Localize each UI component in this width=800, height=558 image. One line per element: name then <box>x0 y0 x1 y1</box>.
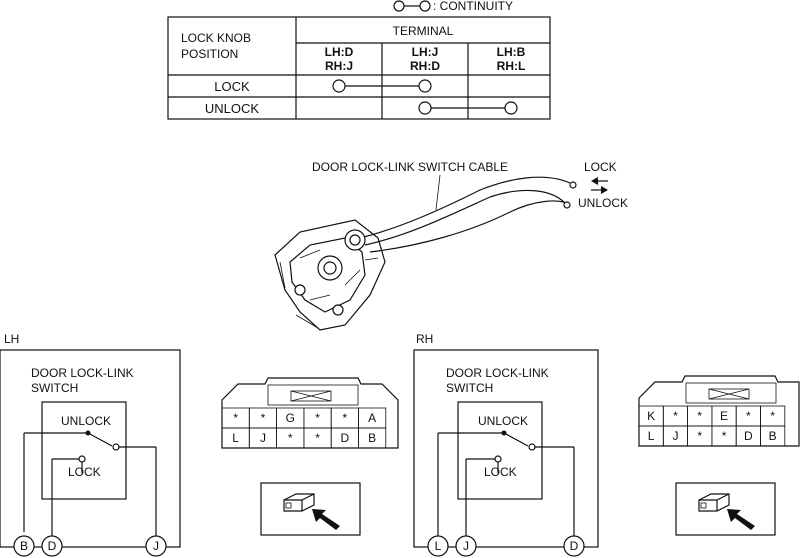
rh-unlock-label: UNLOCK <box>478 414 528 428</box>
rh-terminal-j: J <box>463 539 469 553</box>
rh-pin-label: K <box>647 409 655 423</box>
rh-pin-label: * <box>722 429 727 443</box>
lh-circuit: LH DOOR LOCK-LINK SWITCH UNLOCK LOCK B D… <box>0 332 181 557</box>
rh-terminal-l: L <box>435 539 442 553</box>
cable-label: DOOR LOCK-LINK SWITCH CABLE <box>312 160 508 174</box>
rh-lock-label: LOCK <box>484 465 517 479</box>
rh-connector: K * * E * * L J * * D B <box>638 375 800 447</box>
continuity-point <box>332 79 346 93</box>
lh-switch-title-line2: SWITCH <box>31 381 78 395</box>
rh-switch-title-line2: SWITCH <box>446 381 493 395</box>
direction-lock-label: LOCK <box>584 160 617 174</box>
lh-pin-label: * <box>261 411 266 425</box>
lh-connector-grid: * * G * * A L J * * D B <box>221 407 387 449</box>
continuity-marks <box>332 79 518 115</box>
direction-unlock-label: UNLOCK <box>578 196 628 210</box>
lh-lock-label: LOCK <box>68 465 101 479</box>
lh-pin-label: A <box>368 411 376 425</box>
rh-pin-label: B <box>769 429 777 443</box>
column-header-1-line1: LH:D <box>325 45 354 59</box>
lh-pin-label: * <box>343 411 348 425</box>
door-lock-assembly-illustration: DOOR LOCK-LINK SWITCH CABLE LOCK UNLOCK <box>274 160 628 331</box>
terminal-group-header: TERMINAL <box>393 24 454 38</box>
corner-header-line1: LOCK KNOB <box>181 31 251 45</box>
continuity-point <box>418 79 432 93</box>
row-label-unlock: UNLOCK <box>205 101 260 116</box>
rh-pin-cell <box>760 425 786 447</box>
lh-pin-cell <box>358 427 387 449</box>
lh-pin-label: * <box>315 411 320 425</box>
rh-pin-label: * <box>770 409 775 423</box>
column-header-2-line2: RH:D <box>410 59 440 73</box>
lh-terminal-d: D <box>48 539 57 553</box>
lh-pin-label: B <box>368 431 376 445</box>
continuity-table: LOCK KNOB POSITION TERMINAL LH:D RH:J LH… <box>167 16 551 120</box>
lh-pin-label: * <box>315 431 320 445</box>
lh-pin-label: * <box>233 411 238 425</box>
corner-header-line2: POSITION <box>181 47 238 61</box>
rh-pin-label: L <box>648 429 655 443</box>
lh-unlock-label: UNLOCK <box>61 414 111 428</box>
column-header-1-line2: RH:J <box>325 59 353 73</box>
rh-pin-label: * <box>697 409 702 423</box>
column-header-3-line1: LH:B <box>497 45 526 59</box>
rh-connector-view-indicator <box>675 482 776 536</box>
rh-circuit: RH DOOR LOCK-LINK SWITCH UNLOCK LOCK L J… <box>413 332 599 557</box>
rh-pin-label: D <box>744 429 753 443</box>
lh-terminal-b: B <box>20 539 28 553</box>
lh-side-label: LH <box>4 332 19 346</box>
legend-label: : CONTINUITY <box>433 0 513 13</box>
rh-connector-grid: K * * E * * L J * * D B <box>638 405 786 447</box>
rh-pin-label: * <box>697 429 702 443</box>
row-label-lock: LOCK <box>214 79 250 94</box>
continuity-legend: : CONTINUITY <box>393 0 513 13</box>
rh-terminal-d: D <box>570 539 579 553</box>
lh-pin-label: L <box>232 431 239 445</box>
rh-pin-label: J <box>672 429 678 443</box>
lh-switch-title-line1: DOOR LOCK-LINK <box>31 366 134 380</box>
lh-pin-label: * <box>288 431 293 445</box>
lh-connector: * * G * * A L J * * D B <box>221 377 399 449</box>
lh-terminal-j: J <box>153 539 159 553</box>
lh-pin-label: J <box>260 431 266 445</box>
rh-pin-label: * <box>746 409 751 423</box>
column-header-2-line1: LH:J <box>412 45 439 59</box>
lh-connector-view-indicator <box>260 482 361 536</box>
continuity-point <box>418 101 432 115</box>
lh-pin-label: G <box>286 411 295 425</box>
rh-pin-label: E <box>720 409 728 423</box>
rh-pin-label: * <box>673 409 678 423</box>
lh-pin-label: D <box>341 431 350 445</box>
column-header-3-line2: RH:L <box>497 59 526 73</box>
continuity-point <box>504 101 518 115</box>
rh-side-label: RH <box>416 332 433 346</box>
rh-switch-title-line1: DOOR LOCK-LINK <box>446 366 549 380</box>
